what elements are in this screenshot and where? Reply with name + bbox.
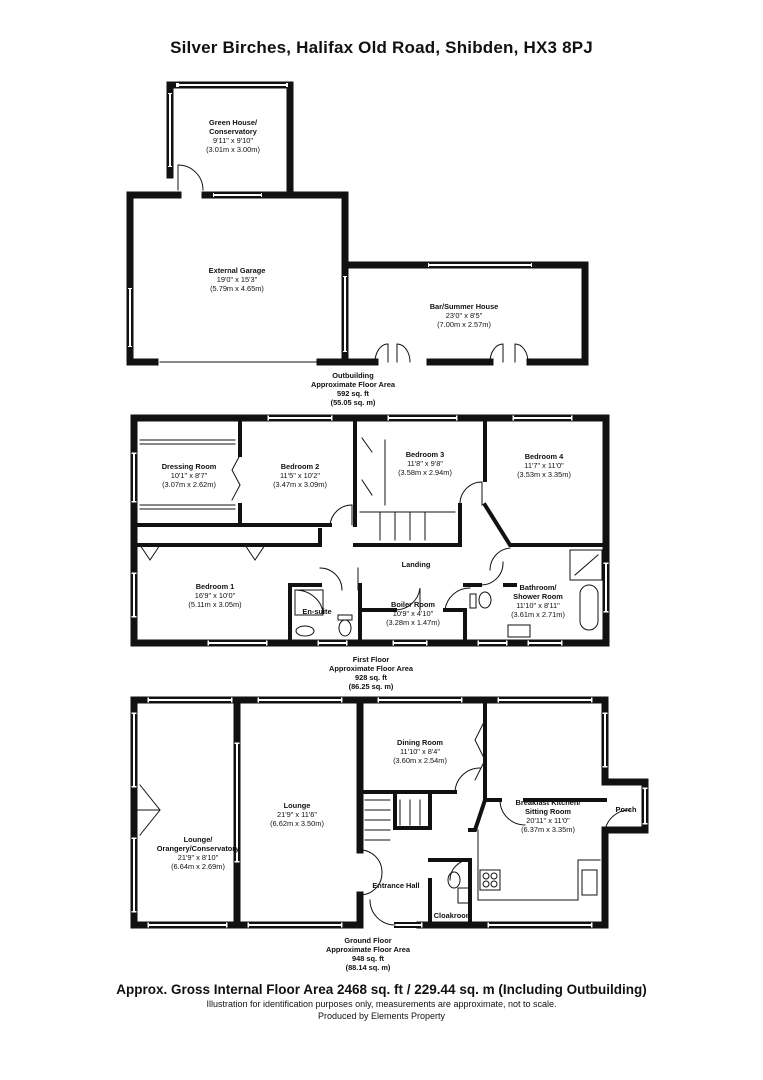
room-name: Bedroom 2 [280,462,320,471]
disclaimer-text: Illustration for identification purposes… [206,999,557,1009]
room-label-bedroom-3: Bedroom 3 11'8" x 9'8" (3.58m x 2.94m) [398,450,452,477]
room-label-porch: Porch [616,805,637,814]
room-imperial: 10'1" x 8'7" [170,471,208,480]
producer-credit: Produced by Elements Property [317,1011,446,1021]
room-imperial: 11'10" x 8'11" [516,601,560,610]
area-line: Approximate Floor Area [311,380,395,389]
area-line: 928 sq. ft [354,673,388,682]
room-imperial: 11'7" x 11'0" [524,461,564,470]
room-name: Boiler Room [391,600,435,609]
room-label-lounge: Lounge 21'9" x 11'6" (6.62m x 3.50m) [270,801,324,828]
room-imperial: 11'10" x 8'4" [400,747,440,756]
room-imperial: 21'9" x 8'10" [177,853,219,862]
room-name: Green House/ [208,118,258,127]
room-name: Shower Room [513,592,563,601]
room-imperial: 20'11" x 11'0" [526,816,570,825]
room-name: Bedroom 3 [405,450,445,459]
room-name: Cloakroom [433,911,473,920]
room-label-landing: Landing [402,560,431,569]
room-name: Landing [401,560,431,569]
room-label-kitchen: Breakfast Kitchen/ Sitting Room 20'11" x… [516,798,581,834]
room-metric: (3.47m x 3.09m) [273,480,327,489]
room-label-orangery: Lounge/ Orangery/Conservatory 21'9" x 8'… [157,835,240,871]
room-imperial: 9'11" x 9'10" [213,136,253,145]
room-metric: (5.11m x 3.05m) [188,600,242,609]
room-name: Bedroom 4 [524,452,564,461]
room-metric: (3.28m x 1.47m) [386,618,440,627]
room-label-green-house: Green House/ Conservatory 9'11" x 9'10" … [206,118,260,154]
room-label-cloakroom: Cloakroom [434,911,473,920]
area-line: (86.25 sq. m) [348,682,394,691]
room-name: Lounge/ [183,835,213,844]
room-imperial: 11'8" x 9'8" [407,459,443,468]
room-imperial: 21'9" x 11'6" [277,810,317,819]
room-metric: (7.00m x 2.57m) [437,320,491,329]
room-metric: (6.37m x 3.35m) [521,825,575,834]
area-line: First Floor [352,655,390,664]
room-name: Bathroom/ [519,583,557,592]
room-label-bathroom: Bathroom/ Shower Room 11'10" x 8'11" (3.… [511,583,565,619]
room-metric: (5.79m x 4.65m) [210,284,264,293]
room-metric: (3.58m x 2.94m) [398,468,452,477]
room-label-entrance-hall: Entrance Hall [372,881,419,890]
area-line: 592 sq. ft [336,389,370,398]
room-label-dressing: Dressing Room 10'1" x 8'7" (3.07m x 2.62… [162,462,217,489]
room-metric: (3.07m x 2.62m) [162,480,216,489]
room-name: En-suite [302,607,332,616]
room-name: External Garage [208,266,266,275]
area-line: Approximate Floor Area [326,945,410,954]
room-metric: (3.53m x 3.35m) [517,470,571,479]
area-line: Outbuilding [332,371,374,380]
room-name: Sitting Room [525,807,571,816]
room-name: Lounge [283,801,311,810]
room-name: Dining Room [397,738,443,747]
room-label-bedroom-4: Bedroom 4 11'7" x 11'0" (3.53m x 3.35m) [517,452,571,479]
room-label-boiler: Boiler Room 10'9" x 4'10" (3.28m x 1.47m… [386,600,440,627]
room-metric: (6.64m x 2.69m) [171,862,225,871]
area-line: (55.05 sq. m) [330,398,376,407]
room-metric: (6.62m x 3.50m) [270,819,324,828]
outbuilding-plan [126,81,589,366]
room-label-bedroom-1: Bedroom 1 16'9" x 10'0" (5.11m x 3.05m) [188,582,241,609]
page-title: Silver Birches, Halifax Old Road, Shibde… [170,38,593,57]
room-imperial: 11'5" x 10'2" [280,471,320,480]
area-line: 948 sq. ft [351,954,385,963]
room-metric: (3.61m x 2.71m) [511,610,565,619]
room-name: Entrance Hall [372,881,420,890]
first-floor-area: First Floor Approximate Floor Area 928 s… [329,655,413,691]
outbuilding-area: Outbuilding Approximate Floor Area 592 s… [311,371,395,407]
room-name: Orangery/Conservatory [156,844,240,853]
room-name: Breakfast Kitchen/ [515,798,581,807]
room-name: Bedroom 1 [195,582,235,591]
room-label-ensuite: En-suite [302,607,331,616]
room-name: Dressing Room [161,462,217,471]
room-metric: (3.01m x 3.00m) [206,145,260,154]
room-name: Bar/Summer House [429,302,499,311]
room-label-dining: Dining Room 11'10" x 8'4" (3.60m x 2.54m… [393,738,447,765]
room-imperial: 19'0" x 15'3" [216,275,258,284]
first-floor-plan [130,414,610,647]
area-line: (88.14 sq. m) [345,963,391,972]
room-imperial: 16'9" x 10'0" [194,591,236,600]
ground-floor-area: Ground Floor Approximate Floor Area 948 … [326,936,410,972]
room-label-bar: Bar/Summer House 23'0" x 8'5" (7.00m x 2… [430,302,499,329]
room-name: Conservatory [209,127,257,136]
gross-area-summary: Approx. Gross Internal Floor Area 2468 s… [116,982,647,997]
room-name: Porch [615,805,637,814]
room-imperial: 23'0" x 8'5" [445,311,483,320]
room-imperial: 10'9" x 4'10" [392,609,434,618]
room-label-garage: External Garage 19'0" x 15'3" (5.79m x 4… [209,266,266,293]
room-label-bedroom-2: Bedroom 2 11'5" x 10'2" (3.47m x 3.09m) [273,462,327,489]
room-metric: (3.60m x 2.54m) [393,756,447,765]
area-line: Ground Floor [344,936,392,945]
ground-floor-plan [130,696,649,929]
area-line: Approximate Floor Area [329,664,413,673]
